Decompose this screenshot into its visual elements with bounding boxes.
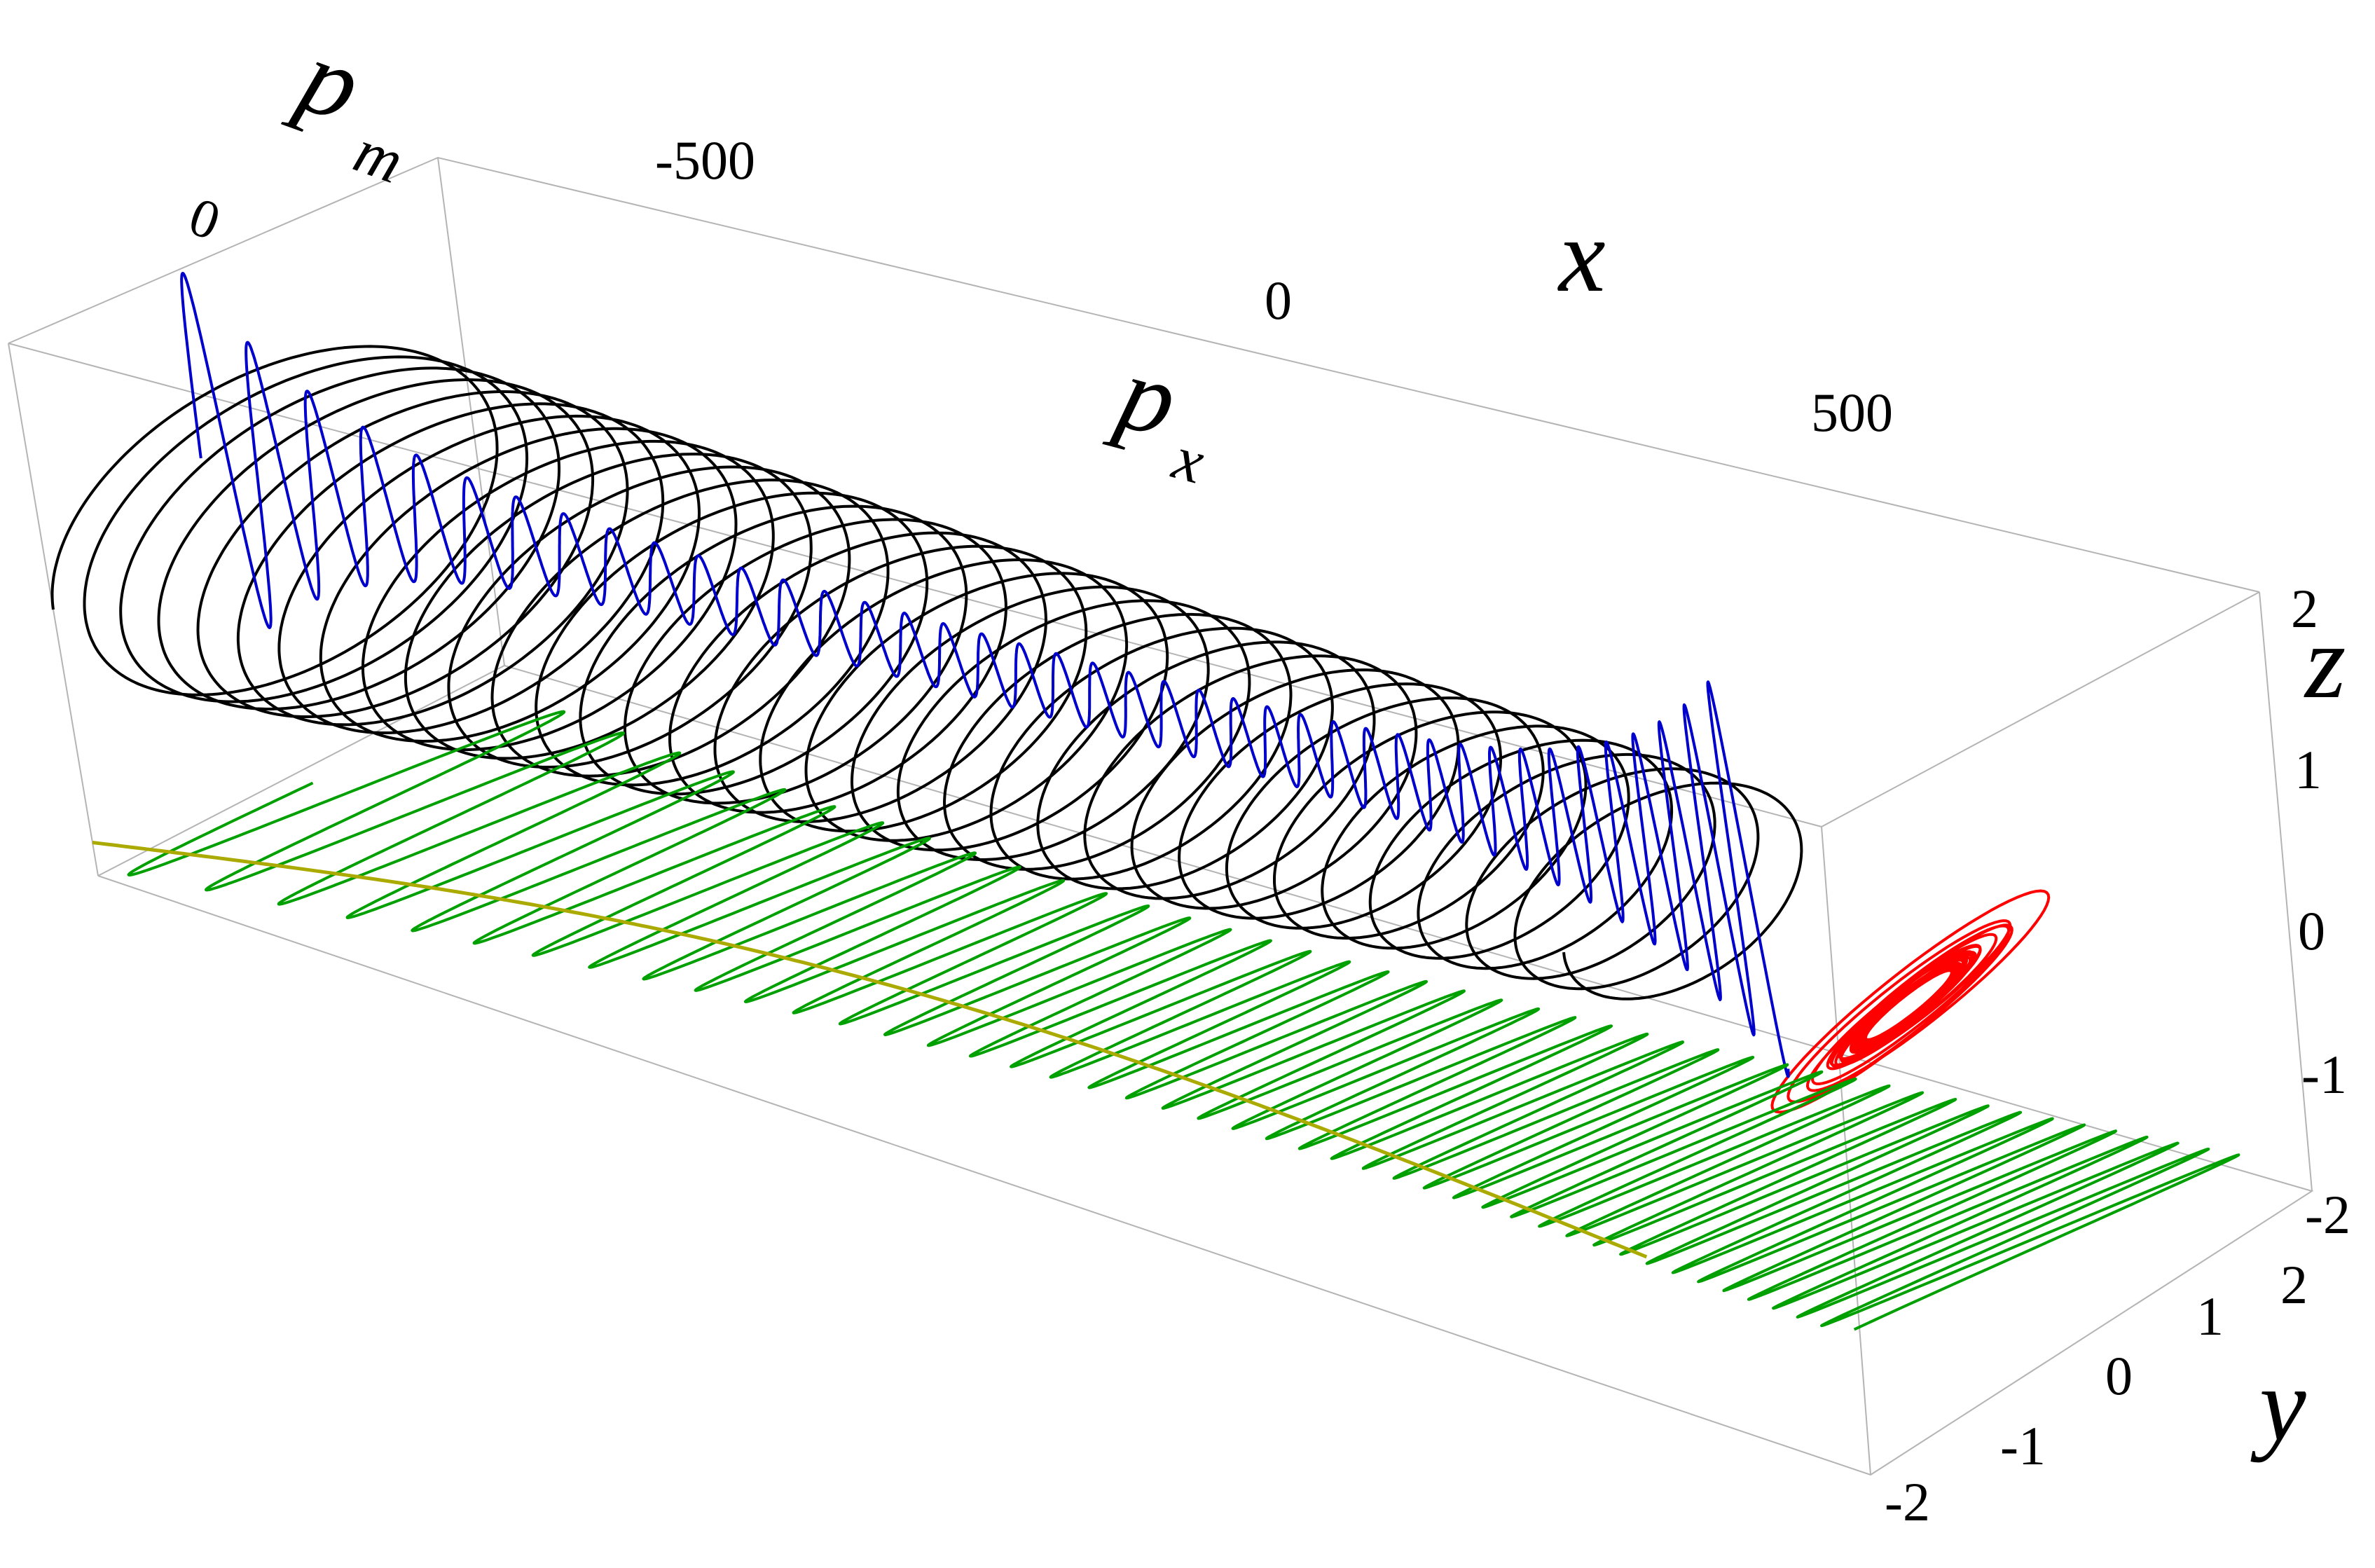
series-layer xyxy=(50,272,2240,1331)
y-tick-label: -2 xyxy=(1885,1471,1930,1532)
y-tick-label: 1 xyxy=(2196,1286,2224,1347)
pm-tick-label: 0 xyxy=(181,185,228,252)
x-tick-label: 0 xyxy=(1265,270,1292,331)
z-tick-label: 0 xyxy=(2298,900,2325,961)
series-line-y-projection xyxy=(127,710,2240,1331)
z-tick-label: -1 xyxy=(2301,1044,2347,1105)
y-axis-label: y xyxy=(2250,1347,2306,1463)
pm-label-sub: m xyxy=(345,116,412,197)
y-tick-label: -1 xyxy=(2000,1415,2046,1476)
x-tick-label: -500 xyxy=(655,130,755,191)
y-tick-label: 2 xyxy=(2280,1254,2308,1315)
px-label-sub: x xyxy=(1165,422,1211,497)
box-edge-2 xyxy=(437,157,505,666)
y-tick-label: 0 xyxy=(2105,1345,2133,1406)
series-line-helix xyxy=(50,345,1803,1000)
series-line-pm xyxy=(92,841,1648,1259)
x-tick-label: 500 xyxy=(1811,382,1893,443)
series-line-px xyxy=(180,272,1790,1078)
z-tick-label: 1 xyxy=(2294,739,2322,800)
z-tick-label: -2 xyxy=(2305,1184,2350,1245)
pm-label-base: p xyxy=(280,15,376,145)
z-tick-label: 2 xyxy=(2291,578,2318,639)
z-axis-label: z xyxy=(2304,604,2346,720)
px-label-base: p xyxy=(1102,332,1189,460)
box-edge-3 xyxy=(2259,591,2313,1192)
series-line-trapped xyxy=(1770,889,2051,1114)
box-bottom xyxy=(97,664,2314,1476)
x-axis-label: x xyxy=(1557,198,1606,314)
